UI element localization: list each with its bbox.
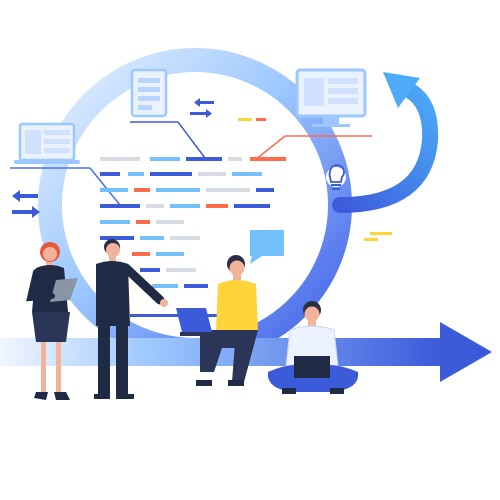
connector-line xyxy=(177,121,206,159)
monitor-icon xyxy=(295,68,367,127)
transfer-arrows-icon xyxy=(12,190,40,218)
person-man-crosslegged xyxy=(267,301,359,394)
connector-line xyxy=(89,167,121,206)
lightbulb-icon xyxy=(326,164,346,190)
refresh-arrow-icon xyxy=(332,72,439,213)
person-woman-tablet xyxy=(26,242,78,400)
document-icon xyxy=(130,68,168,118)
person-man-laptop-sitting xyxy=(176,255,258,386)
laptop-icon xyxy=(14,122,80,164)
code-snippet xyxy=(238,118,392,241)
laptop-icon xyxy=(294,356,330,378)
person-man-presenting xyxy=(94,239,168,399)
transfer-arrows-icon xyxy=(190,98,214,118)
laptop-icon xyxy=(176,308,212,332)
connector-line xyxy=(254,135,286,161)
tablet xyxy=(50,278,78,302)
chat-bubble-icon xyxy=(250,230,284,264)
